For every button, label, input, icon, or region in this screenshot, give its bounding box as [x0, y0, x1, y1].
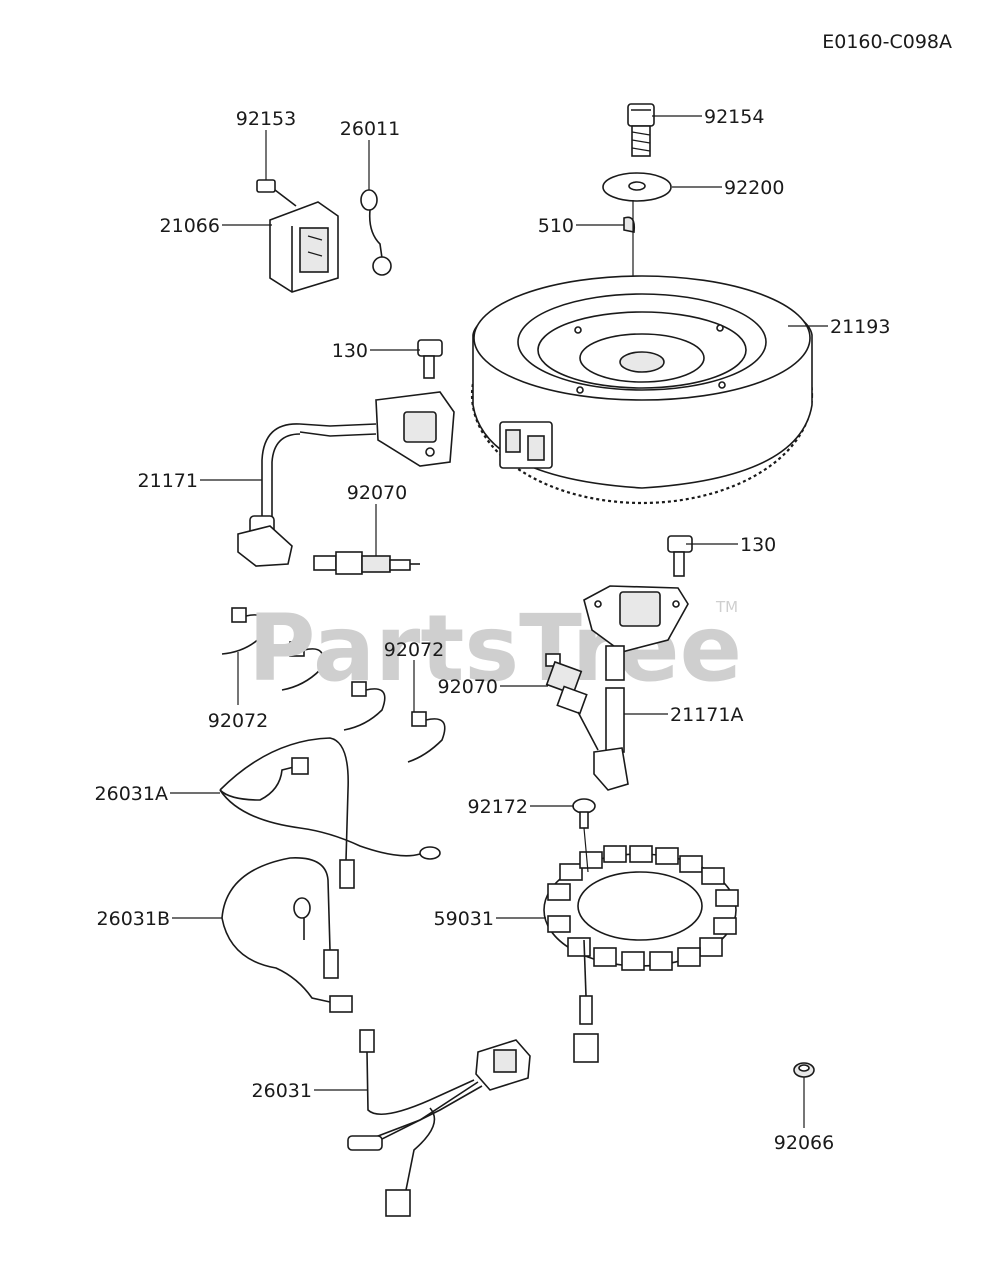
ignition-coil-part — [261, 391, 455, 520]
callout-92072-right[interactable]: 92072 — [384, 639, 444, 661]
bolt-part — [627, 103, 655, 157]
callout-92153[interactable]: 92153 — [236, 108, 296, 130]
clamp-part — [221, 607, 446, 763]
callout-21171[interactable]: 21171 — [138, 470, 198, 492]
ignition-coil-lower-part — [583, 585, 689, 791]
harness-26031B-part — [221, 857, 353, 1013]
spark-plug-cap-part — [237, 515, 293, 567]
callout-26031B[interactable]: 26031B — [97, 908, 170, 930]
harness-26031-part — [347, 1029, 531, 1217]
callout-92200[interactable]: 92200 — [724, 177, 784, 199]
callout-59031[interactable]: 59031 — [434, 908, 494, 930]
callout-26031[interactable]: 26031 — [252, 1080, 312, 1102]
callout-92072-left[interactable]: 92072 — [208, 710, 268, 732]
callout-21171A[interactable]: 21171A — [670, 704, 743, 726]
regulator-part — [269, 201, 339, 293]
watermark-trademark: TM — [715, 598, 738, 616]
callout-130-lower[interactable]: 130 — [740, 534, 776, 556]
washer-part — [602, 172, 672, 202]
callout-26031A[interactable]: 26031A — [95, 783, 168, 805]
screw-lower-part — [667, 535, 693, 577]
ground-wire-part — [360, 189, 392, 276]
stator-part — [543, 827, 739, 1063]
harness-26031A-part — [219, 737, 441, 889]
callout-26011[interactable]: 26011 — [340, 118, 400, 140]
nut-part — [793, 1062, 815, 1078]
callout-92070-upper[interactable]: 92070 — [347, 482, 407, 504]
leader-lines — [170, 115, 828, 1128]
diagram-code: E0160-C098A — [822, 31, 952, 53]
callout-92070-lower[interactable]: 92070 — [438, 676, 498, 698]
screw-part — [417, 339, 443, 379]
flywheel-part — [470, 275, 814, 505]
callout-92172[interactable]: 92172 — [468, 796, 528, 818]
callout-510[interactable]: 510 — [538, 215, 574, 237]
callout-92154[interactable]: 92154 — [704, 106, 764, 128]
spark-plug-lower-part — [545, 653, 599, 751]
spark-plug-part — [313, 551, 420, 575]
screw-92172-part — [572, 798, 596, 829]
callout-92066[interactable]: 92066 — [774, 1132, 834, 1154]
callout-21066[interactable]: 21066 — [160, 215, 220, 237]
callout-21193[interactable]: 21193 — [830, 316, 890, 338]
callout-130-upper[interactable]: 130 — [332, 340, 368, 362]
bolt-small-part — [256, 179, 297, 207]
